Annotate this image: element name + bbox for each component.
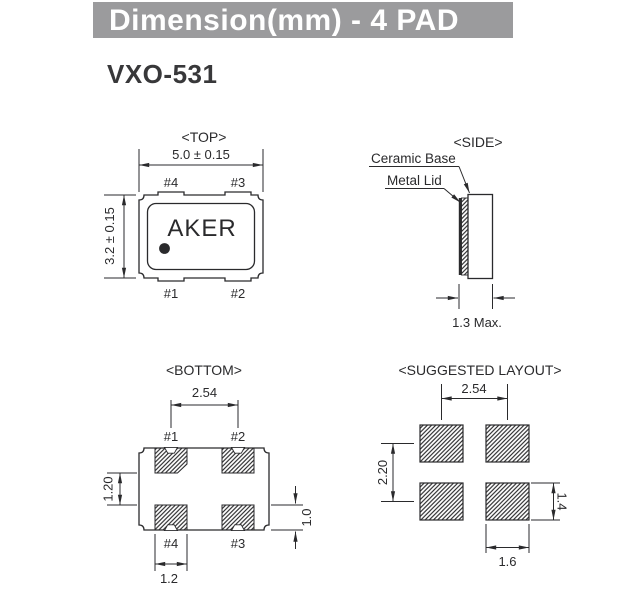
bottom-pad-1 <box>154 447 188 474</box>
layout-view-label: <SUGGESTED LAYOUT> <box>398 362 561 378</box>
top-view-label: <TOP> <box>182 129 227 145</box>
top-view-width-dim: 5.0 ± 0.15 <box>172 147 230 162</box>
layout-pitch-y-dimension <box>381 443 414 502</box>
ceramic-base-leader-arrow <box>458 166 470 194</box>
layout-pitch-x-dim: 2.54 <box>461 381 486 396</box>
side-view-label: <SIDE> <box>453 134 502 150</box>
layout-pad-top-left <box>419 424 464 463</box>
section-title: Dimension(mm) - 4 PAD <box>109 4 459 37</box>
layout-pitch-y-dim: 2.20 <box>375 460 390 485</box>
layout-pitch-x-dimension <box>441 384 508 420</box>
bottom-pad-gap-dimension <box>107 472 137 506</box>
layout-pad-height-dimension <box>531 482 560 521</box>
layout-pad-width-dimension <box>485 524 530 553</box>
side-thickness-dim: 1.3 Max. <box>452 315 502 330</box>
top-pad-1-label: #1 <box>164 286 178 301</box>
bottom-pad-3-label: #3 <box>231 536 245 551</box>
bottom-pad-height-dim: 1.0 <box>299 508 314 526</box>
layout-pad-bottom-left <box>419 482 464 521</box>
layout-view: <SUGGESTED LAYOUT> 2.54 2.20 1.4 <box>375 362 570 569</box>
top-view-width-dimension <box>138 149 264 192</box>
pin1-dot <box>159 243 170 254</box>
metal-lid-leader-arrow <box>443 188 461 203</box>
top-pad-3-label: #3 <box>231 175 245 190</box>
metal-lid-label: Metal Lid <box>387 173 442 188</box>
top-view-height-dimension <box>104 194 136 279</box>
brand-mark: AKER <box>167 215 236 242</box>
bottom-view: <BOTTOM> 2.54 #1 #2 #4 #3 1.20 <box>101 362 315 586</box>
top-view-height-dim: 3.2 ± 0.15 <box>102 207 117 265</box>
layout-pad-bottom-right <box>485 482 530 521</box>
layout-pad-width-dim: 1.6 <box>498 554 516 569</box>
top-package-outline <box>138 191 264 282</box>
bottom-pad-height-dimension <box>271 486 303 549</box>
layout-pad-top-right <box>485 424 530 463</box>
bottom-pad-width-dimension <box>154 534 188 571</box>
side-seal-hatch <box>461 197 469 276</box>
section-header: Dimension(mm) - 4 PAD <box>93 2 513 38</box>
top-pad-2-label: #2 <box>231 286 245 301</box>
side-metal-lid <box>458 198 462 275</box>
side-view: <SIDE> Ceramic Base Metal Lid 1.3 Max. <box>369 134 515 330</box>
bottom-pad-gap-dim: 1.20 <box>101 476 116 501</box>
bottom-pad-1-label: #1 <box>164 429 178 444</box>
layout-pad-height-dim: 1.4 <box>555 492 570 510</box>
bottom-pad-4-label: #4 <box>164 536 178 551</box>
bottom-pad-3 <box>221 504 255 531</box>
side-ceramic-base <box>467 193 494 280</box>
top-package-lid-face <box>146 202 256 271</box>
bottom-package-outline <box>138 447 270 531</box>
bottom-pitch-dim: 2.54 <box>192 385 217 400</box>
ceramic-base-label: Ceramic Base <box>371 151 456 166</box>
bottom-castellation-notches <box>163 446 246 532</box>
side-thickness-dimension <box>436 284 515 309</box>
bottom-pad-2-label: #2 <box>231 429 245 444</box>
product-model: VXO-531 <box>107 59 218 89</box>
bottom-view-label: <BOTTOM> <box>166 362 242 378</box>
top-view: <TOP> 5.0 ± 0.15 3.2 ± 0.15 #4 #3 #1 #2 … <box>102 129 264 301</box>
bottom-pad-4 <box>154 504 188 531</box>
top-pad-4-label: #4 <box>164 175 178 190</box>
bottom-pitch-dimension <box>170 400 239 428</box>
bottom-pad-width-dim: 1.2 <box>160 571 178 586</box>
